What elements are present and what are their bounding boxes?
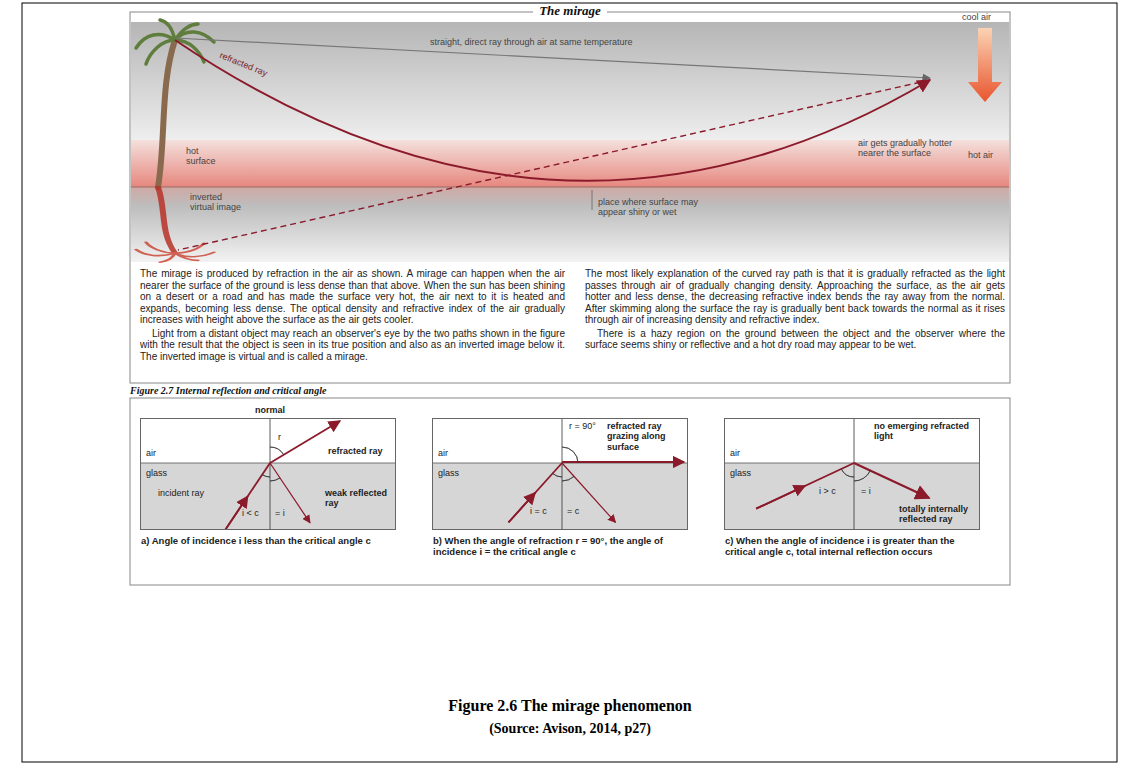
- refraction-panel: [432, 418, 688, 530]
- glass-block: [140, 463, 396, 530]
- incident-ray: [225, 463, 270, 529]
- mirage-panel-frame: [130, 12, 1010, 383]
- ray-label: straight, direct ray through air at same…: [430, 37, 633, 47]
- figure-heading: Figure 2.7 Internal reflection and criti…: [130, 385, 326, 397]
- paragraph: The most likely explanation of the curve…: [585, 268, 1005, 326]
- drawing-part: [562, 447, 578, 463]
- drawing-part: [270, 478, 280, 481]
- paragraph: There is a hazy region on the ground bet…: [585, 328, 1005, 351]
- normal-label: normal: [255, 405, 285, 415]
- drawing-part: [160, 253, 175, 262]
- grazing-ray: [562, 461, 684, 463]
- drawing-part: [175, 253, 198, 260]
- medium-label: air: [146, 448, 156, 458]
- angle-label: i = c: [530, 506, 547, 516]
- drawing-part: [432, 463, 688, 464]
- angle-label: = i: [275, 508, 285, 518]
- refraction-panel: [140, 418, 396, 530]
- medium-label: glass: [146, 468, 167, 478]
- panel-caption: a) Angle of incidence i less than the cr…: [141, 536, 395, 547]
- panel-title: The mirage: [533, 4, 607, 19]
- angle-label: i > c: [819, 486, 836, 496]
- drawing-part: [756, 486, 805, 509]
- glass-block: [724, 463, 980, 530]
- panel-box: b) When the angle of refraction r = 90°,…: [432, 418, 688, 530]
- outer-frame: [22, 3, 1117, 762]
- panel-caption: b) When the angle of refraction r = 90°,…: [433, 536, 687, 558]
- normal-line: [562, 418, 563, 530]
- image-label: inverted virtual image: [190, 192, 244, 213]
- panel-box: c) When the angle of incidence i is grea…: [724, 418, 980, 530]
- ray-label: refracted ray: [328, 446, 383, 456]
- paragraph: Light from a distant object may reach an…: [140, 328, 565, 363]
- air-label: air gets gradually hotter nearer the sur…: [858, 138, 958, 159]
- normal-line: [854, 418, 855, 530]
- drawing-part: [140, 418, 396, 530]
- reflected-ray: [854, 463, 929, 498]
- angle-label: r: [278, 432, 281, 442]
- angle-label: i < c: [242, 508, 259, 518]
- refracted-ray: [175, 40, 930, 181]
- angle-label: = i: [861, 486, 871, 496]
- medium-label: glass: [730, 468, 751, 478]
- ground: [131, 187, 1009, 262]
- figure-caption: Figure 2.6 The mirage phenomenon: [448, 697, 691, 715]
- straight-ray: [175, 38, 930, 78]
- drawing-part: [270, 447, 284, 455]
- reflected-ray: [270, 463, 310, 523]
- surface-label: hot surface: [186, 146, 226, 167]
- drawing-part: [140, 463, 396, 464]
- incident-ray: [756, 463, 854, 509]
- ray-label: weak reflected ray: [325, 488, 395, 509]
- medium-label: glass: [438, 468, 459, 478]
- panel-caption: c) When the angle of incidence i is grea…: [725, 536, 979, 558]
- medium-label: air: [730, 448, 740, 458]
- drawing-part: [175, 243, 204, 253]
- drawing-part: [724, 418, 980, 530]
- virtual-ray: [178, 80, 930, 250]
- drawing-part: [158, 40, 175, 187]
- angle-label: r = 90°: [569, 421, 596, 431]
- panel-box: a) Angle of incidence i less than the cr…: [140, 418, 396, 530]
- drawing-part: [553, 473, 562, 477]
- drawing-part: [146, 40, 175, 64]
- ray-label: refracted ray grazing along surface: [607, 421, 685, 452]
- reflected-ray: [562, 463, 616, 522]
- air-label: hot air: [968, 150, 993, 160]
- drawing-part: [158, 187, 175, 253]
- refraction-panel: [724, 418, 980, 530]
- incident-ray: [508, 463, 562, 522]
- drawing-part: [432, 418, 688, 530]
- glass-block: [432, 463, 688, 530]
- surface-label: place where surface may appear shiny or …: [598, 197, 728, 218]
- drawing-part: [854, 471, 870, 481]
- figure-frame: [130, 398, 1010, 585]
- ray-label: no emerging refracted light: [874, 421, 979, 442]
- cool-air-region: [131, 22, 1009, 140]
- ray-label: totally internally reflected ray: [899, 504, 977, 525]
- drawing-part: [262, 475, 270, 477]
- medium-label: air: [438, 448, 448, 458]
- air-label: cool air: [962, 12, 991, 22]
- drawing-part: [841, 469, 854, 477]
- drawing-part: [562, 476, 574, 481]
- angle-label: = c: [567, 506, 579, 516]
- normal-line: [270, 418, 271, 530]
- drawing-part: [160, 20, 175, 40]
- ray-label: refracted ray: [218, 50, 269, 79]
- paragraph: The mirage is produced by refraction in …: [140, 268, 565, 326]
- ray-label: incident ray: [158, 488, 204, 498]
- hot-surface-line: [131, 187, 1009, 188]
- source-note: (Source: Avison, 2014, p27): [489, 721, 651, 737]
- refracted-ray: [270, 421, 340, 463]
- cooling-arrow: [968, 28, 1002, 102]
- leader-line: [592, 190, 593, 210]
- drawing-part: [146, 242, 175, 253]
